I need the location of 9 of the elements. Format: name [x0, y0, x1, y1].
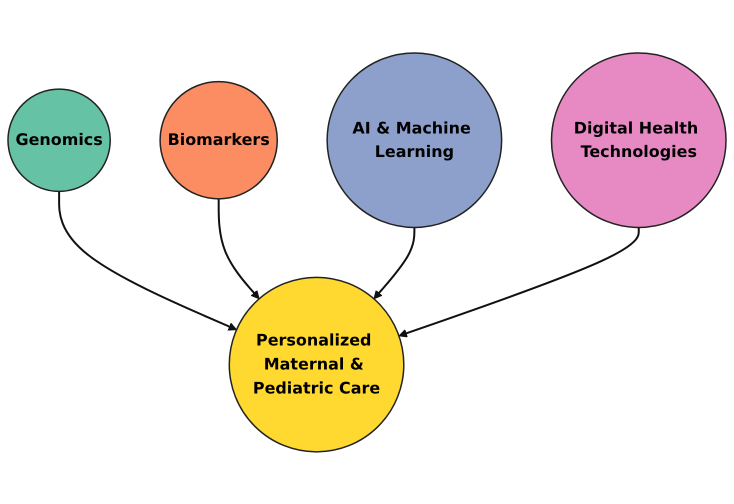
node-circle: Personalized Maternal & Pediatric Care: [228, 276, 405, 452]
arrow: [374, 227, 416, 299]
arrow: [218, 198, 260, 299]
node-circle: Genomics: [7, 88, 111, 192]
node-circle: AI & Machine Learning: [326, 52, 502, 228]
node-circle: Digital Health Technologies: [550, 52, 727, 228]
node-circle: Biomarkers: [159, 80, 278, 200]
arrow: [58, 190, 237, 330]
arrow: [398, 227, 640, 338]
